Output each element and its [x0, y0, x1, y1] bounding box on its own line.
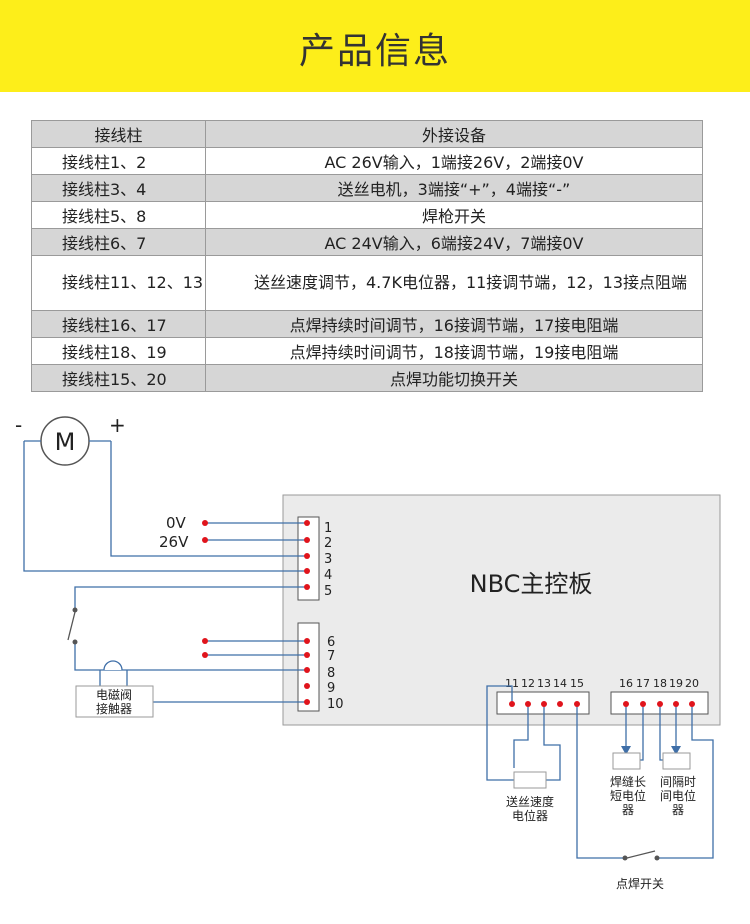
wiring-diagram: NBC主控板 1 2 3 4 5 6 7 8 9 10 11 12 13 14 …	[15, 413, 721, 891]
terminal-cell: 接线柱5、8	[31, 201, 206, 229]
interval-pot-label: 间电位	[660, 788, 696, 803]
wire-feed-potentiometer	[513, 771, 547, 789]
motor-plus-label: +	[109, 413, 126, 437]
seam-pot-label: 焊缝长	[610, 774, 646, 789]
motor-minus-label: -	[15, 413, 22, 437]
page-title: 产品信息	[298, 31, 451, 72]
table-header-device: 外接设备	[205, 120, 703, 148]
terminal-number: 13	[537, 677, 551, 690]
table-row: 接线柱6、7 AC 24V输入，6端接24V，7端接0V	[31, 228, 703, 256]
terminal-cell: 接线柱3、4	[31, 174, 206, 202]
gun-switch-icon	[67, 611, 76, 641]
table-header-terminal: 接线柱	[31, 120, 206, 148]
contactor-label: 电磁阀	[96, 687, 132, 702]
spot-switch-icon	[626, 850, 656, 859]
voltage-26v-label: 26V	[159, 533, 189, 551]
table-row: 接线柱15、20 点焊功能切换开关	[31, 364, 703, 392]
terminal-spec-table: 接线柱 外接设备 接线柱1、2 AC 26V输入，1端接26V，2端接0V 接线…	[31, 120, 703, 392]
terminal-number: 15	[570, 677, 584, 690]
connection-dots	[202, 520, 695, 707]
terminal-number: 11	[505, 677, 519, 690]
terminal-cell: 接线柱6、7	[31, 228, 206, 256]
table-row: 接线柱16、17 点焊持续时间调节，16接调节端，17接电阻端	[31, 310, 703, 338]
device-cell: 点焊持续时间调节，16接调节端，17接电阻端	[205, 310, 703, 338]
wire-pot-label: 电位器	[512, 808, 548, 823]
terminal-number: 1	[324, 521, 332, 536]
wire-crossing	[103, 660, 123, 671]
contactor-label: 接触器	[96, 701, 132, 716]
wires	[23, 441, 714, 859]
terminal-cell: 接线柱15、20	[31, 364, 206, 392]
terminal-number: 3	[324, 552, 332, 567]
arrow-icon	[671, 746, 681, 755]
terminal-block-6-10	[297, 622, 320, 712]
board-label: NBC主控板	[470, 570, 593, 598]
table-header-row: 接线柱 外接设备	[31, 120, 703, 148]
table-row: 接线柱5、8 焊枪开关	[31, 201, 703, 229]
seam-pot-label: 器	[622, 803, 634, 817]
interval-pot-label: 器	[672, 803, 684, 817]
terminal-number: 14	[553, 677, 567, 690]
device-cell: 焊枪开关	[205, 201, 703, 229]
main-board	[282, 494, 721, 726]
table-row: 接线柱18、19 点焊持续时间调节，18接调节端，19接电阻端	[31, 337, 703, 365]
interval-potentiometer	[662, 752, 691, 770]
device-cell: 点焊功能切换开关	[205, 364, 703, 392]
table-row: 接线柱1、2 AC 26V输入，1端接26V，2端接0V	[31, 147, 703, 175]
terminal-cell: 接线柱1、2	[31, 147, 206, 175]
terminal-number: 20	[685, 677, 699, 690]
spot-switch-label: 点焊开关	[616, 876, 664, 891]
motor-label: M	[55, 428, 76, 456]
terminal-number: 17	[636, 677, 650, 690]
terminal-number: 4	[324, 568, 332, 583]
device-cell: AC 24V输入，6端接24V，7端接0V	[205, 228, 703, 256]
title-banner: 产品信息	[0, 0, 750, 92]
voltage-0v-label: 0V	[166, 514, 187, 532]
terminal-number: 19	[669, 677, 683, 690]
interval-pot-label: 间隔时	[660, 775, 696, 789]
terminal-cell: 接线柱18、19	[31, 337, 206, 365]
terminal-number: 9	[327, 681, 335, 696]
device-cell: 送丝电机，3端接“+”，4端接“-”	[205, 174, 703, 202]
device-cell: 点焊持续时间调节，18接调节端，19接电阻端	[205, 337, 703, 365]
seam-pot-label: 短电位	[610, 788, 646, 803]
arrow-icon	[621, 746, 631, 755]
terminal-number: 10	[327, 697, 344, 712]
terminal-number: 2	[324, 536, 332, 551]
device-cell: AC 26V输入，1端接26V，2端接0V	[205, 147, 703, 175]
wire-pot-label: 送丝速度	[506, 794, 554, 809]
table-row: 接线柱3、4 送丝电机，3端接“+”，4端接“-”	[31, 174, 703, 202]
terminal-number: 18	[653, 677, 667, 690]
seam-length-potentiometer	[612, 752, 641, 770]
terminal-number: 16	[619, 677, 633, 690]
terminal-number: 7	[327, 649, 335, 664]
terminal-number: 12	[521, 677, 535, 690]
solenoid-contactor	[75, 685, 154, 718]
terminal-cell: 接线柱16、17	[31, 310, 206, 338]
terminal-cell: 接线柱11、12、13	[31, 255, 206, 311]
terminal-number: 8	[327, 666, 335, 681]
terminal-number: 5	[324, 584, 332, 599]
table-row: 接线柱11、12、13 送丝速度调节，4.7K电位器，11接调节端，12，13接…	[31, 255, 703, 311]
terminal-number: 6	[327, 635, 335, 650]
device-cell: 送丝速度调节，4.7K电位器，11接调节端，12，13接点阻端	[205, 255, 703, 311]
